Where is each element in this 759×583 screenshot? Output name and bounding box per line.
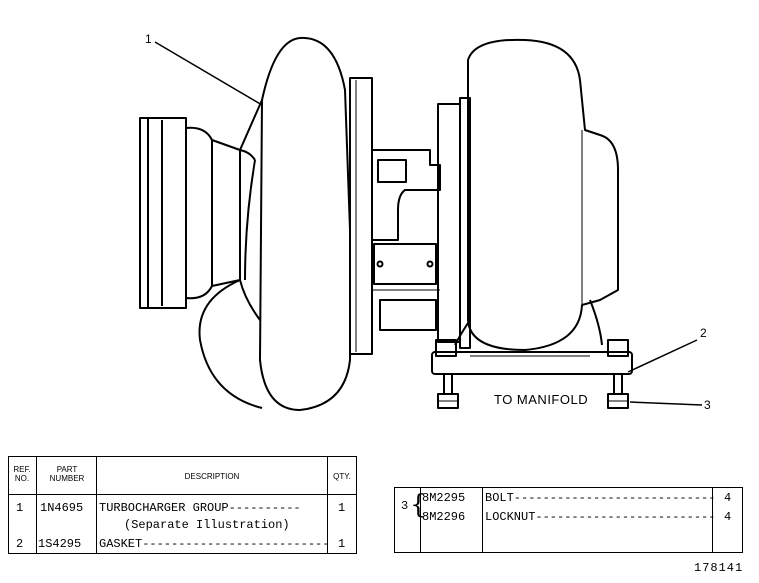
right-row1-part: 8M2295 [422, 491, 466, 505]
row1-note: (Separate Illustration) [124, 518, 290, 532]
right-bolt [607, 374, 629, 409]
outlet-flange [431, 339, 633, 375]
turbine-flange-outer [437, 103, 461, 343]
right-row1-desc: BOLT---------------------------- [485, 491, 716, 505]
right-row1-qty: 4 [724, 491, 732, 505]
header-qty: QTY. [333, 472, 351, 481]
right-row2-part: 8M2296 [422, 510, 466, 524]
right-col-divider-1 [420, 487, 421, 553]
left-col-divider-2 [96, 456, 97, 554]
right-brace: { [410, 490, 427, 520]
right-ref: 3 [401, 499, 409, 513]
center-flange [349, 77, 373, 355]
bearing-housing [371, 149, 441, 331]
row1-part: 1N4695 [40, 501, 84, 515]
callout-3: 3 [704, 398, 711, 412]
leader-3 [629, 401, 703, 406]
row1-desc: TURBOCHARGER GROUP---------- [99, 501, 301, 515]
compressor-housing [198, 36, 351, 411]
right-col-divider-2 [482, 487, 483, 553]
left-table-header-divider [8, 494, 357, 495]
left-parts-table [8, 456, 357, 554]
row2-ref: 2 [16, 537, 24, 551]
right-parts-table [394, 487, 743, 553]
compressor-inlet [139, 117, 256, 309]
left-bolt [437, 374, 459, 409]
left-col-divider-3 [327, 456, 328, 554]
row1-qty: 1 [338, 501, 346, 515]
row2-qty: 1 [338, 537, 346, 551]
figure-number: 178141 [694, 561, 744, 575]
turbine-housing [454, 38, 619, 351]
row2-desc: GASKET-------------------------- [99, 537, 330, 551]
manifold-label: TO MANIFOLD [494, 392, 589, 407]
row1-ref: 1 [16, 501, 24, 515]
leader-2 [627, 339, 698, 373]
row2-part: 1S4295 [38, 537, 82, 551]
header-ref-no: REF. NO. [13, 465, 31, 483]
header-part-number: PART NUMBER [49, 465, 85, 483]
right-col-divider-3 [712, 487, 713, 553]
callout-2: 2 [700, 326, 707, 340]
leader-1 [154, 41, 263, 106]
left-col-divider-1 [36, 456, 37, 554]
callout-1: 1 [145, 32, 152, 46]
turbine-flange-inner [459, 97, 471, 349]
right-row2-qty: 4 [724, 510, 732, 524]
header-description: DESCRIPTION [184, 472, 240, 481]
right-row2-desc: LOCKNUT------------------------- [485, 510, 716, 524]
